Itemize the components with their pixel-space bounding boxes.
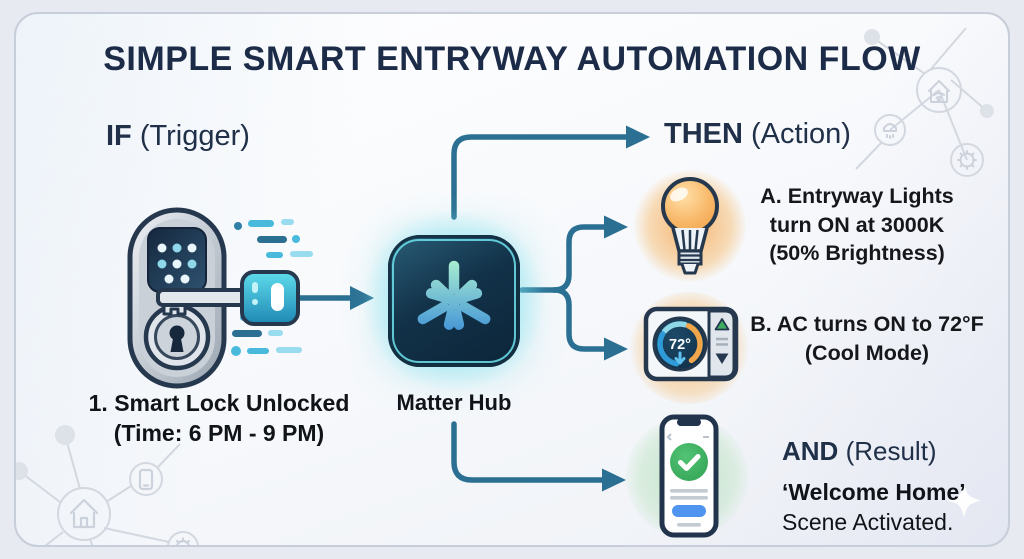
- light-bulb-icon: [654, 176, 726, 279]
- action-a-line1: A. Entryway Lights: [760, 184, 954, 208]
- trigger-suffix: (Trigger): [131, 120, 250, 152]
- lamp-icon: [883, 123, 897, 139]
- action-a-line2: turn ON at 3000K: [769, 212, 945, 237]
- digital-data-dots-top: [234, 219, 313, 258]
- action-keyword: THEN: [664, 118, 743, 150]
- page-title: SIMPLE SMART ENTRYWAY AUTOMATION FLOW: [103, 40, 921, 78]
- cool-down-arrow-icon: [674, 351, 686, 365]
- check-icon: [670, 443, 708, 481]
- temp-up-icon: [714, 318, 730, 331]
- thermostat-reading: 72°: [669, 337, 691, 353]
- phone-icon: [138, 468, 154, 491]
- arrow-hub-to-then: [451, 134, 631, 220]
- smartphone-check-icon: [659, 414, 719, 538]
- matter-logo-icon: [417, 260, 491, 330]
- arrow-hub-to-result: [451, 421, 607, 483]
- action-b-line2: (Cool Mode): [804, 341, 930, 365]
- arrow-branch-b: [551, 287, 609, 352]
- action-a-line3: (50% Brightness): [769, 241, 945, 265]
- result-line1: ‘Welcome Home’: [782, 479, 966, 505]
- thermostat-icon: 72°: [643, 306, 739, 382]
- result-line2: Scene Activated.: [782, 509, 954, 535]
- network-node-dot: [980, 104, 994, 118]
- trigger-caption: 1. Smart Lock Unlocked (Time: 6 PM - 9 P…: [52, 388, 386, 448]
- action-column-heading: THEN (Action): [664, 118, 851, 151]
- matter-hub-icon: [388, 235, 520, 367]
- gear-icon: [175, 537, 191, 545]
- trigger-keyword: IF: [106, 120, 132, 152]
- action-b-line1: B. AC turns ON to 72°F: [750, 312, 984, 336]
- action-b-text: B. AC turns ON to 72°F (Cool Mode): [742, 310, 992, 368]
- home-icon: [69, 498, 99, 529]
- arrow-branch-a: [551, 224, 609, 293]
- trigger-caption-line1: 1. Smart Lock Unlocked: [88, 390, 350, 416]
- key-icon: [156, 270, 300, 326]
- result-text: AND (Result) ‘Welcome Home’ Scene Activa…: [782, 436, 1008, 536]
- temp-down-icon: [715, 353, 729, 364]
- keypad-dots: [157, 243, 197, 284]
- keyhole-icon: [169, 325, 185, 352]
- smart-lock-icon: [114, 206, 329, 391]
- action-suffix: (Action): [742, 118, 851, 150]
- trigger-column-heading: IF (Trigger): [106, 120, 250, 153]
- hub-label: Matter Hub: [396, 390, 512, 415]
- home-wifi-icon: [928, 80, 950, 103]
- network-node-dot: [16, 462, 28, 480]
- hub-ring: [392, 239, 516, 363]
- trigger-caption-line2: (Time: 6 PM - 9 PM): [113, 420, 325, 446]
- infographic-card: SIMPLE SMART ENTRYWAY AUTOMATION FLOW IF…: [14, 12, 1010, 547]
- action-a-text: A. Entryway Lights turn ON at 3000K (50%…: [749, 182, 965, 268]
- scene-button: [672, 505, 706, 517]
- gear-icon: [957, 150, 977, 170]
- result-heading: AND (Result): [782, 436, 937, 466]
